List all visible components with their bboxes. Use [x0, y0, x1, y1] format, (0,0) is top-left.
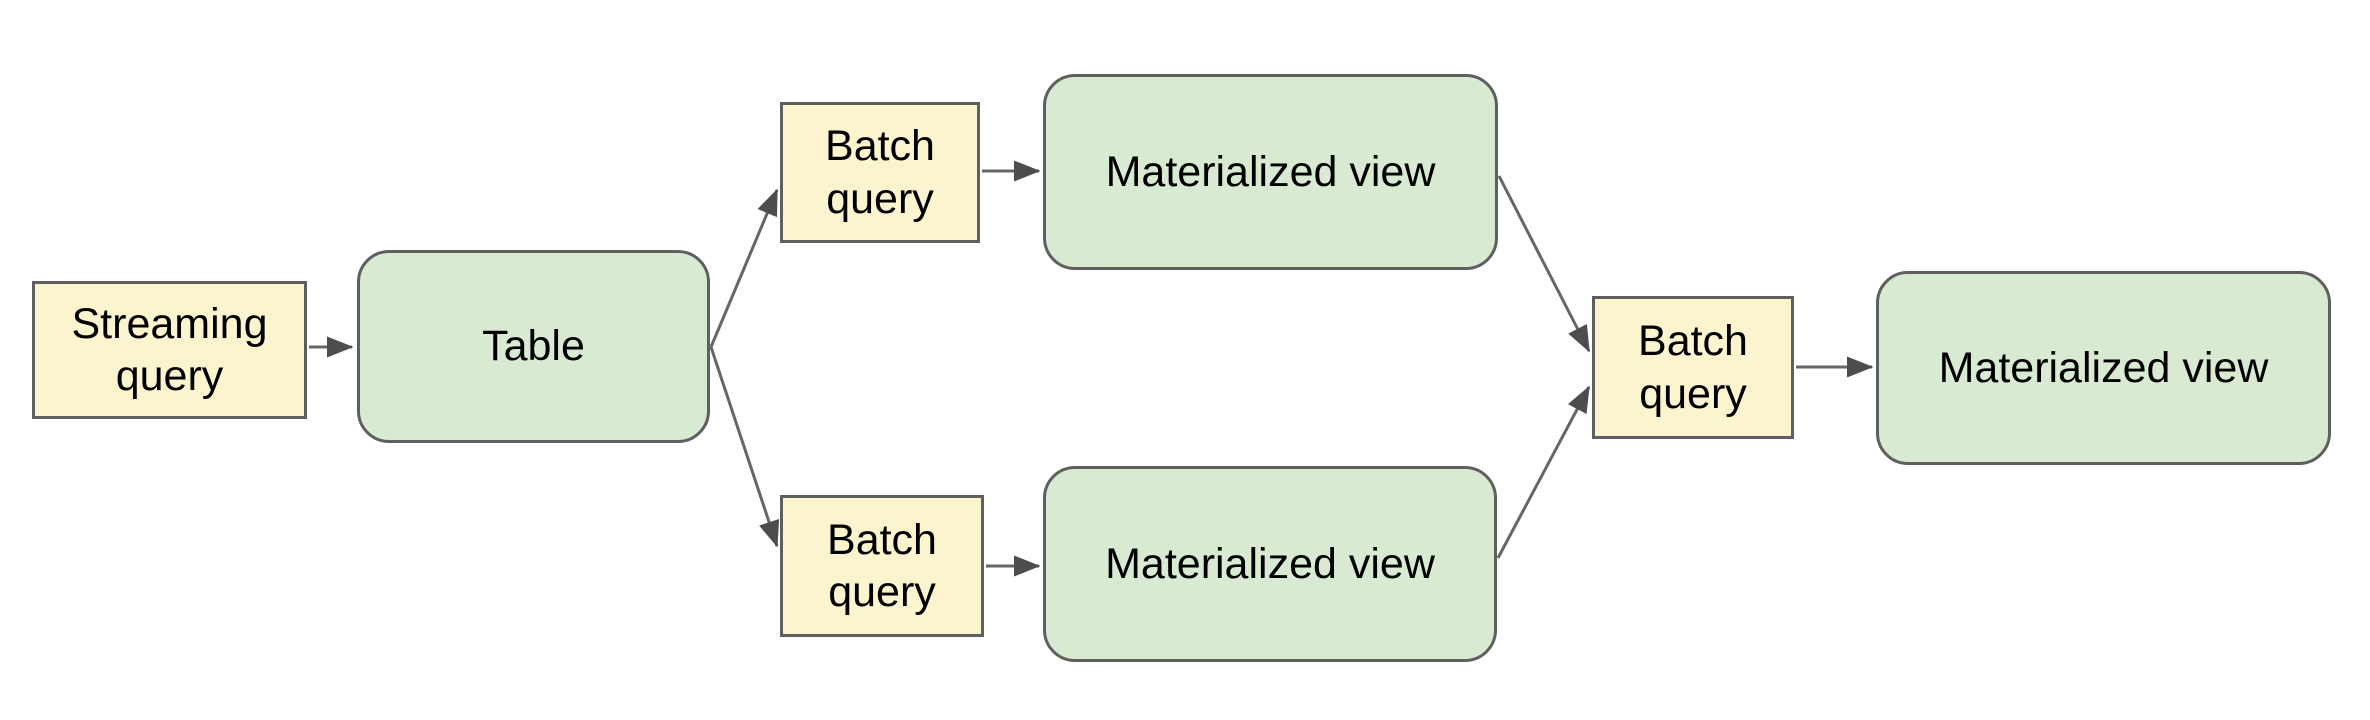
edge-table-to-batch-query-bottom	[709, 346, 780, 548]
node-batch-query-top-label: Batch query	[825, 122, 935, 223]
node-streaming-query: Streaming query	[32, 281, 307, 419]
node-materialized-view-right: Materialized view	[1876, 271, 2331, 465]
node-batch-query-right: Batch query	[1592, 296, 1794, 439]
node-streaming-query-label: Streaming query	[71, 299, 268, 400]
node-table: Table	[357, 250, 710, 443]
edge-table-to-batch-query-top	[709, 188, 779, 348]
node-materialized-view-right-label: Materialized view	[1938, 343, 2269, 392]
node-batch-query-right-label: Batch query	[1638, 317, 1748, 418]
node-materialized-view-top-label: Materialized view	[1105, 147, 1436, 196]
node-batch-query-top: Batch query	[780, 102, 980, 243]
edge-materialized-view-top-to-batch-query-right	[1497, 175, 1591, 353]
node-batch-query-bottom-label: Batch query	[827, 515, 937, 616]
edge-materialized-view-bottom-to-batch-query-right	[1496, 385, 1591, 559]
node-materialized-view-bottom-label: Materialized view	[1105, 539, 1435, 588]
node-materialized-view-bottom: Materialized view	[1043, 466, 1497, 662]
node-batch-query-bottom: Batch query	[780, 495, 984, 637]
node-table-label: Table	[482, 322, 585, 371]
node-materialized-view-top: Materialized view	[1043, 74, 1498, 270]
